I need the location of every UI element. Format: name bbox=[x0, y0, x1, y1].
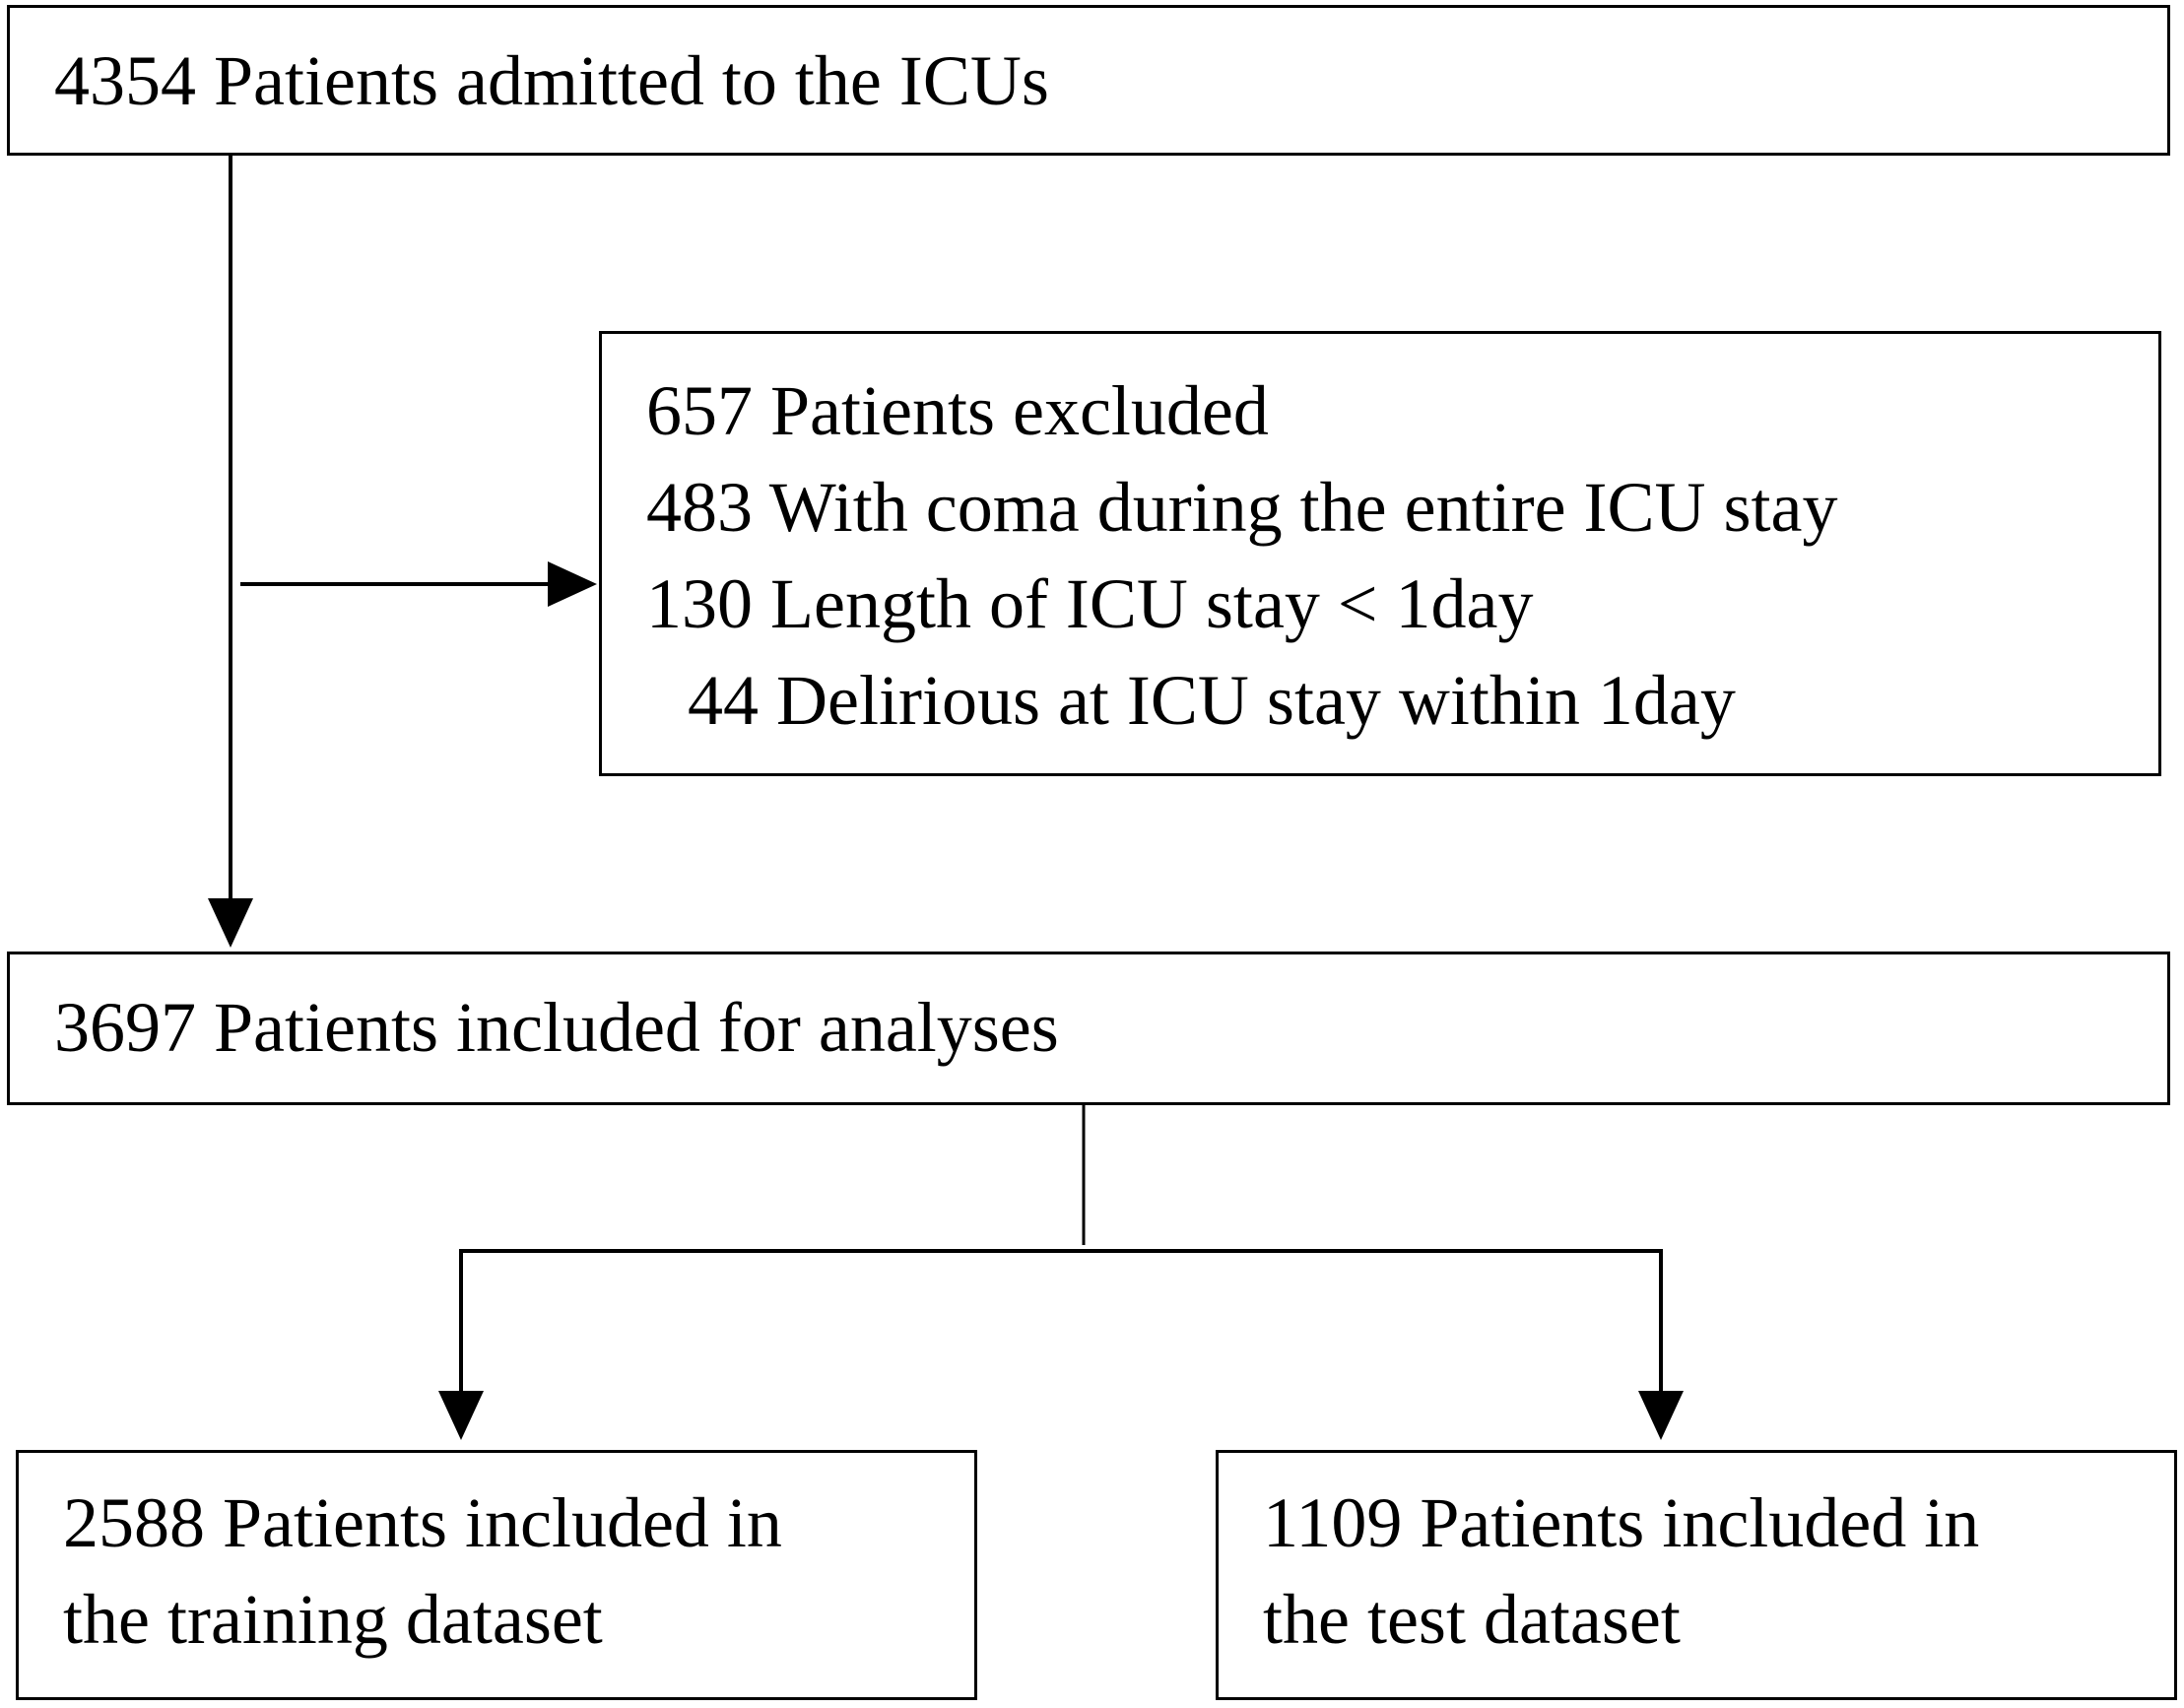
admitted-box: 4354 Patients admitted to the ICUs bbox=[7, 5, 2170, 156]
arrowhead-to-training bbox=[438, 1391, 484, 1440]
excluded-header: 657 Patients excluded bbox=[646, 371, 1269, 450]
analyses-box: 3697 Patients included for analyses bbox=[7, 952, 2170, 1105]
test-lines: 1109 Patients included in the test datas… bbox=[1263, 1475, 1979, 1668]
excluded-reason: 483 With coma during the entire ICU stay bbox=[646, 468, 1838, 547]
excluded-reason: 44 Delirious at ICU stay within 1day bbox=[688, 661, 1736, 740]
training-box: 2588 Patients included in the training d… bbox=[16, 1450, 977, 1700]
training-text-line2: the training dataset bbox=[63, 1580, 603, 1659]
test-box: 1109 Patients included in the test datas… bbox=[1216, 1450, 2177, 1700]
training-text-line1: 2588 Patients included in bbox=[63, 1483, 782, 1562]
excluded-box: 657 Patients excluded 483 With coma duri… bbox=[599, 331, 2161, 776]
excluded-reason: 130 Length of ICU stay < 1day bbox=[646, 564, 1534, 643]
test-text-line1: 1109 Patients included in bbox=[1263, 1483, 1980, 1562]
test-text-line2: the test dataset bbox=[1263, 1580, 1681, 1659]
analyses-text: 3697 Patients included for analyses bbox=[54, 988, 1059, 1067]
admitted-text: 4354 Patients admitted to the ICUs bbox=[54, 41, 1049, 120]
training-lines: 2588 Patients included in the training d… bbox=[63, 1475, 782, 1668]
arrowhead-to-test bbox=[1638, 1391, 1684, 1440]
arrowhead-to-excluded bbox=[548, 561, 597, 607]
excluded-lines: 657 Patients excluded 483 With coma duri… bbox=[646, 362, 1838, 749]
arrowhead-to-analyses bbox=[208, 898, 253, 948]
